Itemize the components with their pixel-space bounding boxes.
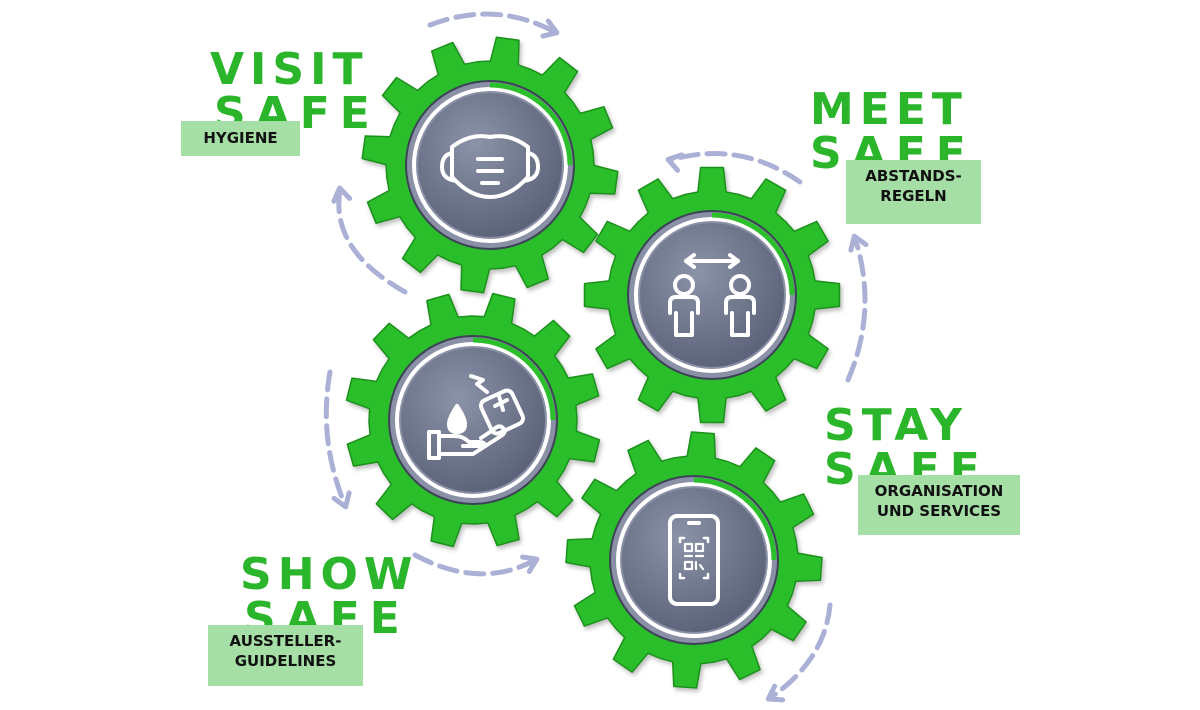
gear-stay: [565, 431, 823, 689]
arrow-show-bottom-head: [520, 554, 540, 574]
show-safe-label: AUSSTELLER- GUIDELINES: [208, 625, 363, 686]
label-line1: ORGANISATION: [874, 482, 1004, 500]
arrow-meet-top-head: [665, 152, 685, 173]
gear-meet: [583, 166, 841, 424]
face-mask-icon: [440, 134, 540, 199]
hand-sanitizer-icon: [427, 374, 526, 460]
cycle-arrows: [323, 11, 869, 703]
label-line2: UND SERVICES: [876, 502, 1002, 520]
gear-show: [345, 292, 601, 548]
arrow-stay-bottom: [767, 602, 833, 701]
title-line1: VISIT: [210, 44, 369, 95]
gear-accent-arc: [489, 82, 573, 166]
gear-accent-arc: [711, 212, 795, 296]
arrow-show-left-head: [331, 490, 352, 510]
gears-group: [345, 36, 841, 689]
arrow-meet-right: [845, 235, 868, 383]
gear-accent-arc: [693, 477, 777, 561]
label-line2: GUIDELINES: [234, 652, 337, 670]
arrow-left-upper: [336, 187, 408, 295]
gear-visit: [361, 36, 619, 294]
gear-ring: [412, 87, 568, 243]
label-line1: AUSSTELLER-: [229, 632, 342, 650]
arrow-meet-top: [667, 151, 803, 185]
label-line2: REGELN: [880, 187, 947, 205]
arrow-show-left: [323, 369, 348, 508]
arrow-stay-bottom-head: [765, 683, 786, 703]
gear-accent-arc: [472, 337, 556, 421]
meet-safe-label: ABSTANDS- REGELN: [846, 160, 981, 224]
phone-qr-code-icon: [668, 514, 720, 606]
visit-safe-label: HYGIENE: [181, 121, 300, 156]
arrow-meet-right-head: [848, 233, 869, 253]
arrow-show-bottom: [412, 552, 538, 577]
arrow-top: [427, 11, 558, 35]
distance-people-icon: [668, 253, 756, 337]
gear-disc: [418, 93, 562, 237]
gear-ring: [616, 482, 772, 638]
label-line1: HYGIENE: [203, 129, 278, 147]
gear-disc: [640, 223, 784, 367]
arrow-left-upper-head: [331, 185, 353, 204]
arrow-top-head: [540, 18, 560, 39]
gear-ring: [395, 342, 551, 498]
label-line1: ABSTANDS-: [865, 167, 962, 185]
title-line1: MEET: [810, 84, 968, 135]
title-line1: SHOW: [240, 549, 419, 600]
stay-safe-label: ORGANISATION UND SERVICES: [858, 475, 1020, 535]
title-line1: STAY: [824, 400, 968, 451]
gear-disc: [622, 488, 766, 632]
gear-ring: [634, 217, 790, 373]
